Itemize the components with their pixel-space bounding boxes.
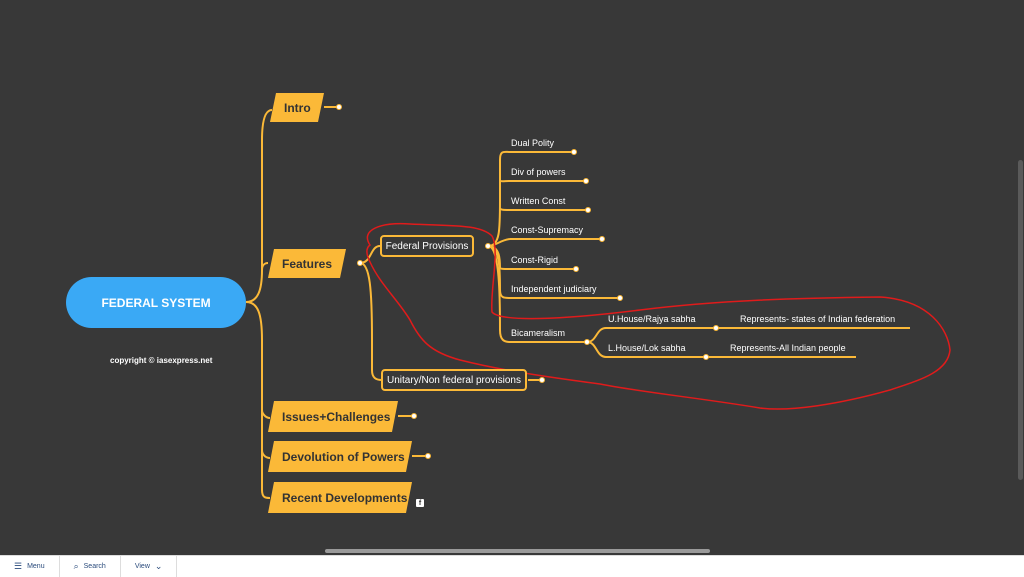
- expand-dot-unitary[interactable]: [539, 377, 545, 383]
- branch-devolution[interactable]: Devolution of Powers: [268, 441, 412, 472]
- hamburger-icon: ☰: [14, 561, 23, 571]
- leaf-dual-polity[interactable]: Dual Polity: [511, 138, 555, 148]
- collapse-dot-bicameralism[interactable]: [584, 339, 590, 345]
- leaf-lower-house-note[interactable]: Represents-All Indian people: [730, 343, 846, 353]
- branch-intro[interactable]: Intro: [270, 93, 324, 122]
- expand-dot-intro[interactable]: [336, 104, 342, 110]
- bottom-toolbar: ☰ Menu ⌕ Search View ⌄: [0, 555, 1024, 577]
- leaf-const-rigid[interactable]: Const-Rigid: [511, 255, 559, 265]
- vertical-scrollbar[interactable]: [1018, 160, 1023, 480]
- expand-dot-dual-polity[interactable]: [571, 149, 577, 155]
- leaf-upper-house-note[interactable]: Represents- states of Indian federation: [740, 314, 896, 324]
- view-label: View: [134, 563, 150, 570]
- expand-dot-independent-judiciary[interactable]: [617, 295, 623, 301]
- branch-features[interactable]: Features: [268, 249, 346, 278]
- expand-dot-div-powers[interactable]: [583, 178, 589, 184]
- branch-recent[interactable]: Recent Developments: [268, 482, 412, 513]
- leaf-const-supremacy[interactable]: Const-Supremacy: [511, 225, 584, 235]
- expand-dot-devolution[interactable]: [425, 453, 431, 459]
- leaf-upper-house[interactable]: U.House/Rajya sabha: [608, 314, 696, 324]
- menu-button[interactable]: ☰ Menu: [0, 556, 60, 577]
- connector-lines: [245, 106, 951, 499]
- search-icon: ⌕: [73, 561, 79, 571]
- leaf-lower-house[interactable]: L.House/Lok sabha: [608, 343, 686, 353]
- collapse-dot-upper-house[interactable]: [713, 325, 719, 331]
- chevron-down-icon: ⌄: [154, 561, 163, 571]
- mindmap-canvas[interactable]: FEDERAL SYSTEM copyright © iasexpress.ne…: [0, 0, 1024, 548]
- expand-dot-const-rigid[interactable]: [573, 266, 579, 272]
- red-annotation-loop: [366, 222, 951, 410]
- node-federal-provisions[interactable]: Federal Provisions: [380, 235, 474, 257]
- horizontal-scrollbar[interactable]: [325, 549, 710, 553]
- search-label: Search: [83, 563, 106, 570]
- leaf-div-powers[interactable]: Div of powers: [511, 167, 566, 177]
- node-unitary-provisions[interactable]: Unitary/Non federal provisions: [381, 369, 527, 391]
- facebook-icon[interactable]: f: [416, 499, 424, 507]
- menu-label: Menu: [27, 563, 45, 570]
- leaf-bicameralism[interactable]: Bicameralism: [511, 328, 566, 338]
- branch-issues[interactable]: Issues+Challenges: [268, 401, 398, 432]
- search-button[interactable]: ⌕ Search: [60, 556, 121, 577]
- view-button[interactable]: View ⌄: [121, 556, 178, 577]
- leaf-independent-judiciary[interactable]: Independent judiciary: [511, 284, 597, 294]
- collapse-dot-federal[interactable]: [485, 243, 491, 249]
- collapse-dot-features[interactable]: [357, 260, 363, 266]
- expand-dot-const-supremacy[interactable]: [599, 236, 605, 242]
- root-node[interactable]: FEDERAL SYSTEM: [66, 277, 246, 328]
- copyright-text: copyright © iasexpress.net: [110, 356, 213, 365]
- expand-dot-written-const[interactable]: [585, 207, 591, 213]
- collapse-dot-lower-house[interactable]: [703, 354, 709, 360]
- leaf-written-const[interactable]: Written Const: [511, 196, 566, 206]
- expand-dot-issues[interactable]: [411, 413, 417, 419]
